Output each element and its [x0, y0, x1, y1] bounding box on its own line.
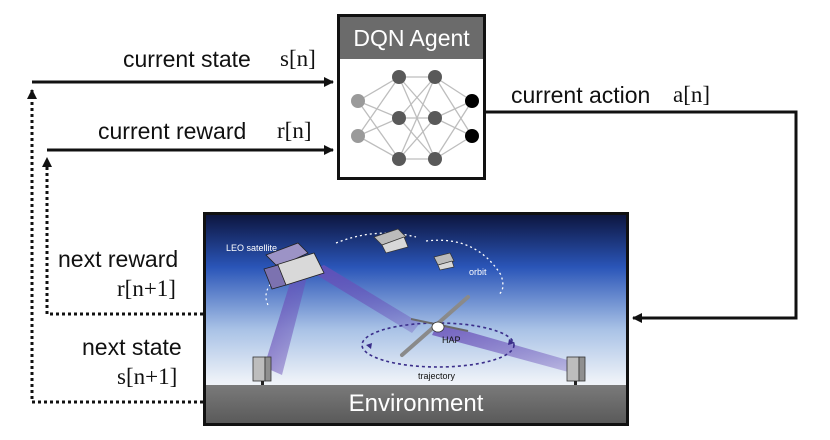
environment-title: Environment — [206, 385, 626, 423]
orbit-label: orbit — [469, 267, 487, 277]
current-action-math: a[n] — [673, 82, 711, 107]
satellite-small-icon-1 — [373, 228, 409, 254]
leo-satellite-label: LEO satellite — [226, 243, 278, 253]
next-reward-math: r[n+1] — [117, 276, 176, 301]
current-state-math: s[n] — [280, 46, 316, 71]
current-reward-label: current reward — [98, 118, 247, 144]
current-action-arrow — [486, 110, 798, 323]
dqn-agent-title: DQN Agent — [340, 17, 483, 59]
leo-satellite-icon — [263, 242, 325, 290]
dqn-agent-box: DQN Agent — [337, 14, 486, 180]
hap-label: HAP — [442, 335, 461, 345]
next-state-loop — [27, 89, 203, 404]
hap-aircraft-icon — [400, 295, 470, 357]
next-reward-loop — [42, 157, 203, 316]
next-state-math: s[n+1] — [117, 364, 178, 389]
next-state-label: next state — [82, 334, 182, 360]
environment-box: LEO satellite orbit HAP trajectory sourc… — [203, 212, 629, 426]
current-reward-math: r[n] — [277, 118, 312, 143]
satellite-small-icon-2 — [433, 252, 455, 271]
neural-network-icon — [351, 70, 479, 166]
current-action-label: current action — [511, 82, 651, 108]
trajectory-label: trajectory — [418, 371, 456, 381]
next-reward-label: next reward — [58, 246, 179, 272]
current-state-label: current state — [123, 46, 251, 72]
